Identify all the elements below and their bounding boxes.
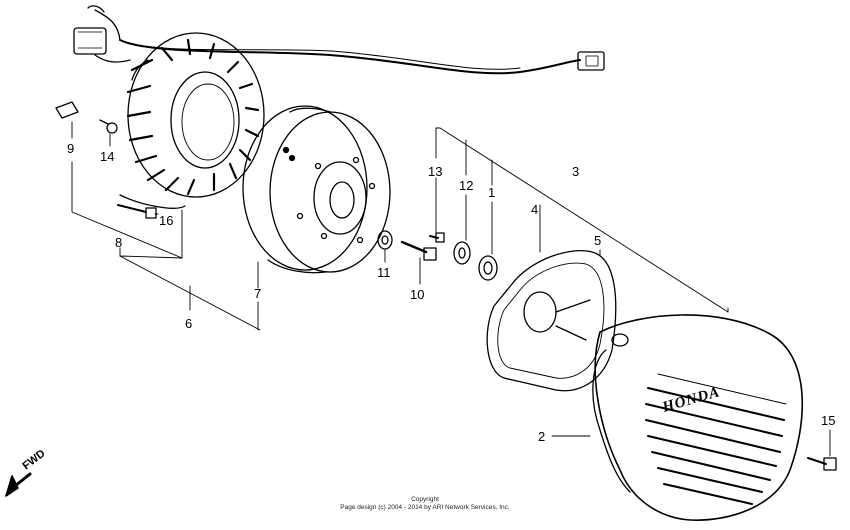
callout-7[interactable]: 7 — [254, 286, 261, 301]
fwd-label: FWD — [20, 447, 47, 472]
callout-4[interactable]: 4 — [531, 202, 538, 217]
callout-5[interactable]: 5 — [594, 233, 601, 248]
generator-cover — [592, 314, 803, 521]
leader-lines — [71, 121, 831, 457]
stator-coil — [119, 32, 265, 209]
copyright-notice: Page design (c) 2004 - 2014 by ARI Netwo… — [340, 504, 510, 511]
hardware-parts — [55, 101, 837, 471]
callout-2[interactable]: 2 — [538, 429, 545, 444]
callout-3[interactable]: 3 — [572, 164, 579, 179]
callout-14[interactable]: 14 — [100, 149, 114, 164]
flywheel-rotor — [242, 105, 391, 274]
callout-11[interactable]: 11 — [377, 265, 391, 280]
cover-gasket — [486, 250, 617, 392]
callout-10[interactable]: 10 — [410, 287, 424, 302]
cover-brand-text: HONDA — [660, 384, 722, 416]
callout-1[interactable]: 1 — [488, 185, 495, 200]
wire-harness — [73, 5, 605, 75]
callout-16[interactable]: 16 — [159, 213, 173, 228]
callout-9[interactable]: 9 — [67, 141, 74, 156]
callout-6[interactable]: 6 — [185, 316, 192, 331]
callout-15[interactable]: 15 — [821, 413, 835, 428]
fwd-arrow-icon — [5, 472, 32, 497]
copyright-line: Copyright — [411, 496, 439, 503]
callout-8[interactable]: 8 — [115, 235, 122, 250]
callout-12[interactable]: 12 — [459, 178, 473, 193]
callout-13[interactable]: 13 — [428, 164, 442, 179]
